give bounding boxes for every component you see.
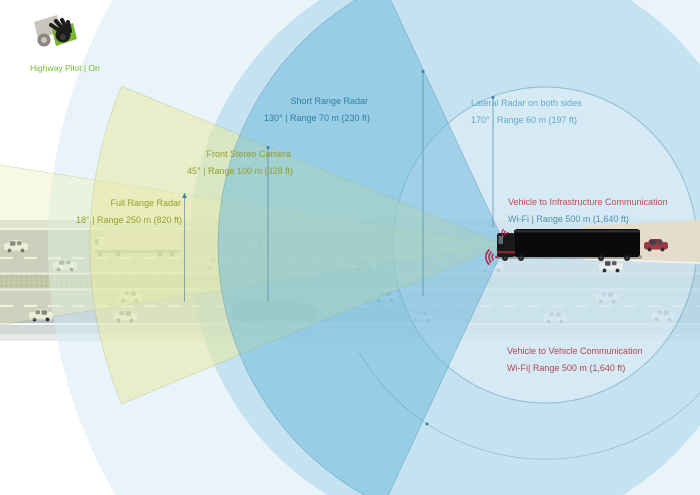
- sensor-labels: Short Range Radar 130° | Range 70 m (230…: [76, 96, 668, 373]
- label-lateral-radar: Lateral Radar on both sides: [471, 98, 582, 108]
- leader-lines: [184, 72, 494, 302]
- short-range-radar-cone: [217, 0, 506, 495]
- label-v2v-communication: Vehicle to Vehicle Communication: [507, 346, 643, 356]
- dot-marker: [421, 70, 425, 73]
- spec-lateral-radar: 170° | Range 60 m (197 ft): [471, 115, 577, 125]
- logo-title: Highway Pilot | On: [30, 63, 100, 73]
- logo-hand: [49, 18, 72, 43]
- truck-windshield: [498, 236, 503, 244]
- dot-marker: [425, 422, 429, 426]
- spec-v2i-communication: Wi-Fi | Range 500 m (1,640 ft): [508, 214, 629, 224]
- arrow-marker: [182, 192, 187, 198]
- dot-marker: [491, 96, 495, 99]
- spec-full-range-radar: 18° | Range 250 m (820 ft): [76, 215, 182, 225]
- label-short-range-radar: Short Range Radar: [290, 96, 368, 106]
- wifi-icon-dot: [506, 231, 509, 235]
- wifi-icon: [485, 249, 494, 265]
- range-arc: [358, 351, 700, 460]
- spec-short-range-radar: 130° | Range 70 m (230 ft): [264, 113, 370, 123]
- dot-marker: [266, 146, 270, 149]
- label-v2i-communication: Vehicle to Infrastructure Communication: [508, 197, 668, 207]
- highway-pilot-logo: Highway Pilot | On: [30, 15, 100, 73]
- autonomous-truck: [485, 228, 642, 265]
- wifi-icon-dot: [495, 255, 498, 259]
- label-front-stereo-camera: Front Stereo Camera: [206, 149, 291, 159]
- label-full-range-radar: Full Range Radar: [110, 198, 181, 208]
- wifi-icon-small: [501, 228, 506, 238]
- spec-v2v-communication: Wi-Fi| Range 500 m (1,640 ft): [507, 363, 625, 373]
- spec-front-stereo-camera: 45° | Range 100 m (328 ft): [187, 166, 293, 176]
